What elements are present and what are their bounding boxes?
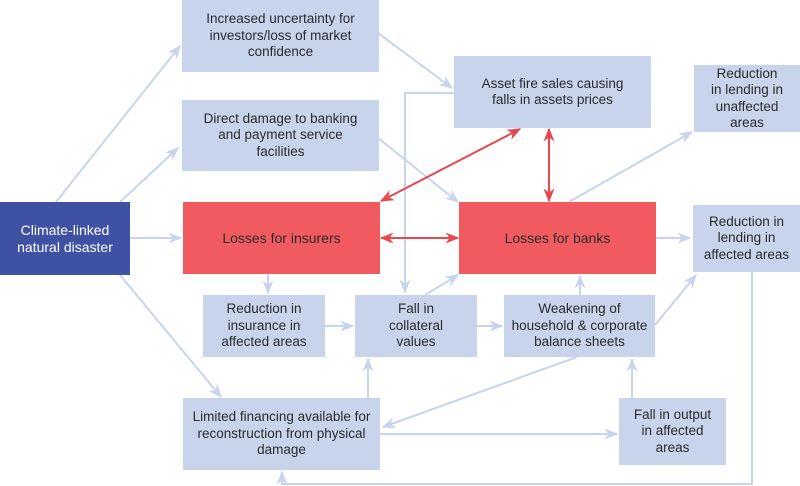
node-fall-output: Fall in output in affected areas <box>619 398 726 465</box>
node-lending-unaffected: Reduction in lending in unaffected areas <box>694 65 800 132</box>
edge-asset-fire-sales-collateral <box>399 92 454 294</box>
node-investor-uncertainty: Increased uncertainty for investors/loss… <box>182 0 379 72</box>
node-losses-insurers: Losses for insurers <box>183 202 380 274</box>
node-direct-damage: Direct damage to banking and payment ser… <box>182 100 379 171</box>
node-collateral-values: Fall in collateral values <box>355 295 477 357</box>
edge-collateral-losses-banks <box>424 274 460 296</box>
node-asset-fire-sales: Asset fire sales causing falls in assets… <box>454 56 651 128</box>
edge-lending-affected-limited-financing <box>276 271 753 485</box>
node-lending-affected: Reduction in lending in affected areas <box>693 205 800 272</box>
edge-direct-damage-losses-banks <box>377 137 460 203</box>
edge-weakening-limited-financing <box>381 356 578 428</box>
edge-climate-limited-financing <box>119 274 222 399</box>
node-limited-financing: Limited financing available for reconstr… <box>183 398 380 470</box>
node-insurance-reduction: Reduction in insurance in affected areas <box>203 295 325 357</box>
node-balance-sheet-weakening: Weakening of household & corporate balan… <box>504 295 655 357</box>
node-losses-banks: Losses for banks <box>459 202 656 274</box>
feedback-insurers-asset-fire-sales <box>379 128 522 202</box>
edge-uncertainty-asset-fire-sales <box>377 32 454 89</box>
node-climate-disaster: Climate-linked natural disaster <box>0 202 130 275</box>
edge-climate-uncertainty <box>55 44 181 203</box>
edge-weakening-lending-affected <box>654 273 697 326</box>
edge-climate-direct-damage <box>119 147 180 203</box>
edge-losses-banks-lending-unaffected <box>568 131 694 203</box>
